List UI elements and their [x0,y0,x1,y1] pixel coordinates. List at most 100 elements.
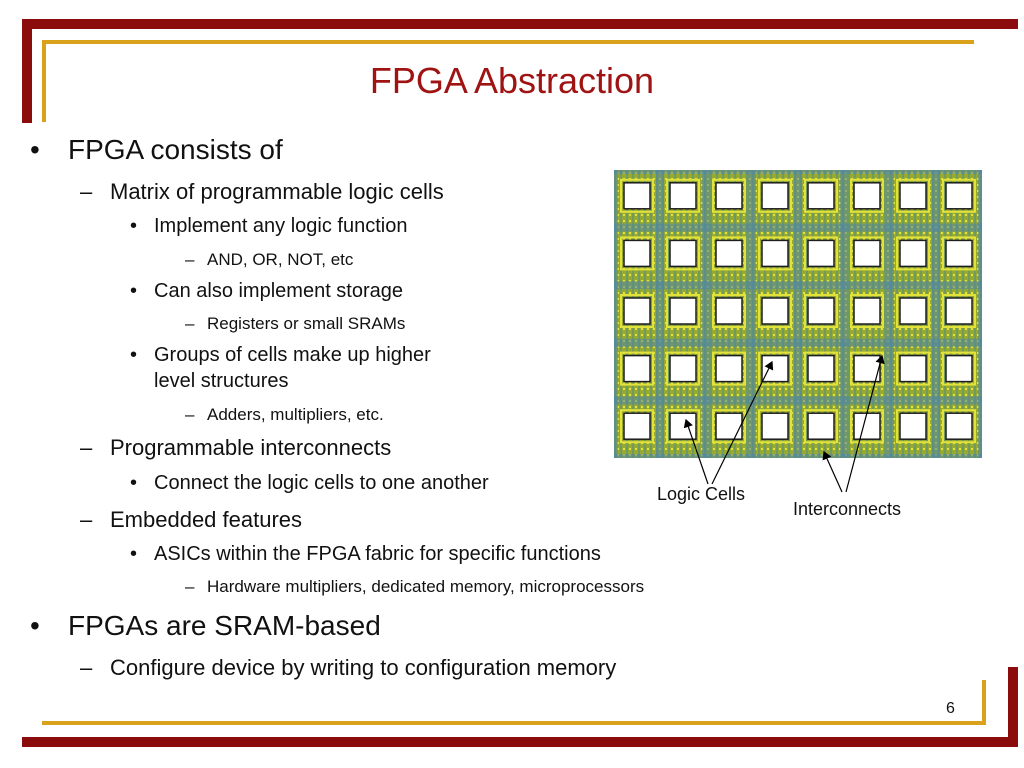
logic-cell [853,297,881,325]
logic-cell [715,182,743,210]
logic-cell [623,239,651,268]
bullet-marker: – [185,405,195,424]
bullet-marker: – [185,250,195,269]
logic-cell [761,297,789,325]
logic-cell-outline [666,351,700,386]
logic-cell-outline [896,178,930,213]
bullet-text: Configure device by writing to configura… [110,655,617,680]
interconnect-channels [614,170,982,458]
logic-cell-outline [804,294,838,328]
logic-cell [899,297,927,325]
interconnect-channel-horizontal [614,396,982,405]
logic-cell [669,182,697,210]
interconnect-channel-horizontal [614,281,982,290]
bullet-text: FPGA consists of [68,134,283,165]
logic-cell [669,297,697,325]
logic-cell [623,354,651,383]
bullet-text: Programmable interconnects [110,435,392,460]
logic-cell [945,182,973,210]
bullet-marker: • [130,280,138,302]
bullet-text: Adders, multipliers, etc. [207,405,384,424]
logic-cell [945,239,973,268]
logic-cell [623,412,651,440]
bullet-marker: • [130,543,138,565]
logic-cell [945,354,973,383]
logic-cell [761,182,789,210]
logic-cell [899,182,927,210]
bullet-text: Groups of cells make up higher [154,344,431,366]
logic-cell-outline [896,409,930,444]
bullet-text: Can also implement storage [154,280,404,302]
logic-cell-outline [620,178,654,213]
logic-cell-outline [620,351,654,386]
interconnect-channel-horizontal [614,223,982,232]
bullet-text-continuation: level structures [154,370,289,392]
frame-right-bar [1008,667,1018,747]
logic-cell [853,239,881,268]
logic-cell-outline [712,236,746,271]
logic-cell [945,412,973,440]
interconnect-channel-vertical [932,170,940,458]
bullet-marker: – [80,435,93,460]
bullet-text: Hardware multipliers, dedicated memory, … [207,577,645,596]
logic-cell [899,239,927,268]
logic-cell-outline [850,294,884,328]
logic-cell [899,412,927,440]
logic-cell-outline [758,178,792,213]
logic-cell [669,354,697,383]
logic-cell [899,354,927,383]
bullet-text: AND, OR, NOT, etc [207,250,354,269]
logic-cell-outline [942,351,976,386]
logic-cell-outline [804,178,838,213]
logic-cell-outline [850,236,884,271]
logic-cell-outline [942,409,976,444]
bullet-text: Connect the logic cells to one another [154,472,489,494]
page-number: 6 [946,700,955,717]
logic-cell [761,239,789,268]
slide-title: FPGA Abstraction [369,60,655,101]
logic-cell [715,297,743,325]
logic-cell-outline [850,178,884,213]
logic-cell [623,182,651,210]
frame-left-bar [22,19,32,123]
bullet-text: Embedded features [110,507,303,532]
logic-cell-outline [620,236,654,271]
logic-cell [715,412,743,440]
interconnects-arrow-left [822,450,843,493]
interconnect-channel-vertical [794,170,802,458]
logic-cell-outline [620,294,654,328]
interconnect-channel-vertical [886,170,894,458]
logic-cell-outline [804,409,838,444]
logic-cell-outline [896,236,930,271]
frame-bottom-bar [22,737,1018,747]
logic-cell-outline [804,236,838,271]
logic-cell-outline [942,236,976,271]
interconnect-channel-vertical [748,170,756,458]
bullet-text: Registers or small SRAMs [207,314,406,333]
logic-cell [761,354,789,383]
logic-cell-outline [712,294,746,328]
fpga-fabric-diagram [614,170,982,458]
logic-cell-outline [942,178,976,213]
frame-bottom-accent [42,721,984,725]
logic-cell-outline [666,236,700,271]
logic-cell [807,182,835,210]
bullet-marker: – [80,179,93,204]
frame-left-accent [42,40,46,122]
logic-cell [853,412,881,440]
logic-cell-outline [896,294,930,328]
logic-cell [669,412,697,440]
logic-cells-label: Logic Cells [657,484,746,504]
bullet-text: Matrix of programmable logic cells [110,179,444,204]
logic-cell-outline [666,178,700,213]
logic-cell [715,354,743,383]
interconnect-channel-vertical [614,170,618,458]
interconnect-channel-horizontal [614,454,982,458]
bullet-marker: – [80,655,93,680]
interconnect-channel-horizontal [614,170,982,174]
logic-cell-outline [758,236,792,271]
logic-cell [807,297,835,325]
bullet-marker: • [130,472,138,494]
logic-cell-outline [804,351,838,386]
frame-top-accent [42,40,974,44]
